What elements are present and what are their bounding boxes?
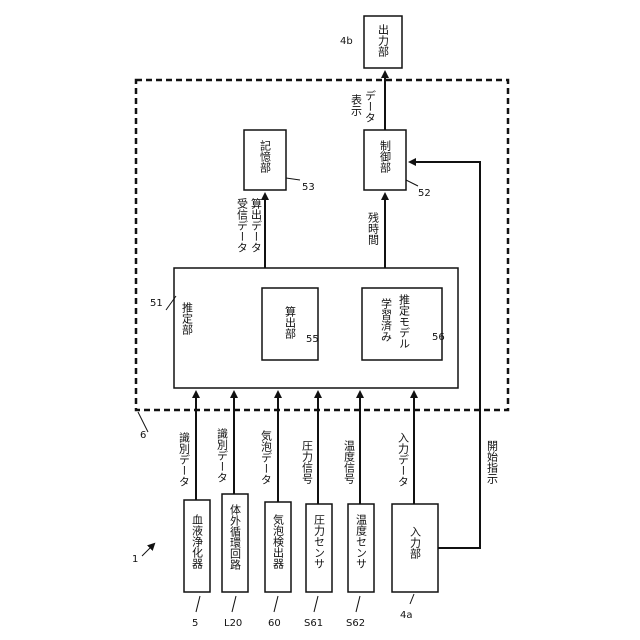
estimator-label: 推定部 (181, 301, 194, 335)
memory-label: 記憶部 (259, 139, 272, 173)
blood-purifier-ref-leader (196, 596, 200, 612)
frame-ref: 6 (140, 430, 146, 441)
input-ref-leader (410, 594, 414, 604)
label-start-instruction: 開始指示 (486, 440, 499, 484)
label-computed-data: 算出データ (250, 197, 263, 253)
bubble-label: 気泡検出器 (272, 513, 285, 570)
system-ref: 1 (132, 554, 138, 565)
label-remaining-time: 残時間 (367, 211, 380, 246)
extracorporeal-ref-leader (232, 596, 236, 612)
label-bubble-data: 気泡データ (260, 429, 273, 485)
control-ref-leader (406, 180, 418, 186)
pressure-ref: S61 (304, 618, 323, 629)
label-input-data: 入力データ (397, 432, 410, 487)
model-label-line1: 学習済み (380, 297, 393, 342)
memory-ref: 53 (302, 182, 315, 193)
model-label-line2: 推定モデル (398, 293, 411, 349)
output-label: 出力部 (377, 23, 390, 57)
extracorporeal-label: 体外循環回路 (229, 503, 242, 571)
label-id-data-2: 識別データ (216, 428, 229, 483)
pressure-ref-leader (314, 596, 318, 612)
label-id-data-1: 識別データ (178, 432, 191, 487)
blood-purifier-label: 血液浄化器 (191, 513, 204, 570)
label-pressure-signal: 圧力信号 (301, 440, 314, 485)
calc-label: 算出部 (284, 305, 297, 339)
bubble-ref-leader (274, 596, 278, 612)
control-label: 制御部 (379, 140, 392, 173)
bubble-ref: 60 (268, 618, 281, 629)
memory-ref-leader (286, 178, 300, 180)
temperature-ref: S62 (346, 618, 365, 629)
pressure-label: 圧力センサ (313, 514, 326, 569)
input-label: 入力部 (409, 526, 422, 559)
extracorporeal-ref: L20 (224, 618, 242, 629)
label-temperature-signal: 温度信号 (343, 440, 356, 485)
frame-ref-leader (138, 412, 148, 432)
label-display-data-2: データ (364, 89, 377, 123)
label-display-data-1: 表示 (350, 93, 363, 116)
system-ref-arrow (142, 544, 154, 556)
calc-ref: 55 (306, 334, 319, 345)
control-ref: 52 (418, 188, 431, 199)
input-ref: 4a (400, 610, 413, 621)
temperature-ref-leader (356, 596, 360, 612)
model-ref: 56 (432, 332, 445, 343)
temperature-label: 温度センサ (355, 514, 368, 569)
output-ref: 4b (340, 36, 353, 47)
label-received-data: 受信データ (236, 198, 249, 253)
blood-purifier-ref: 5 (192, 618, 198, 629)
estimator-ref: 51 (150, 298, 163, 309)
